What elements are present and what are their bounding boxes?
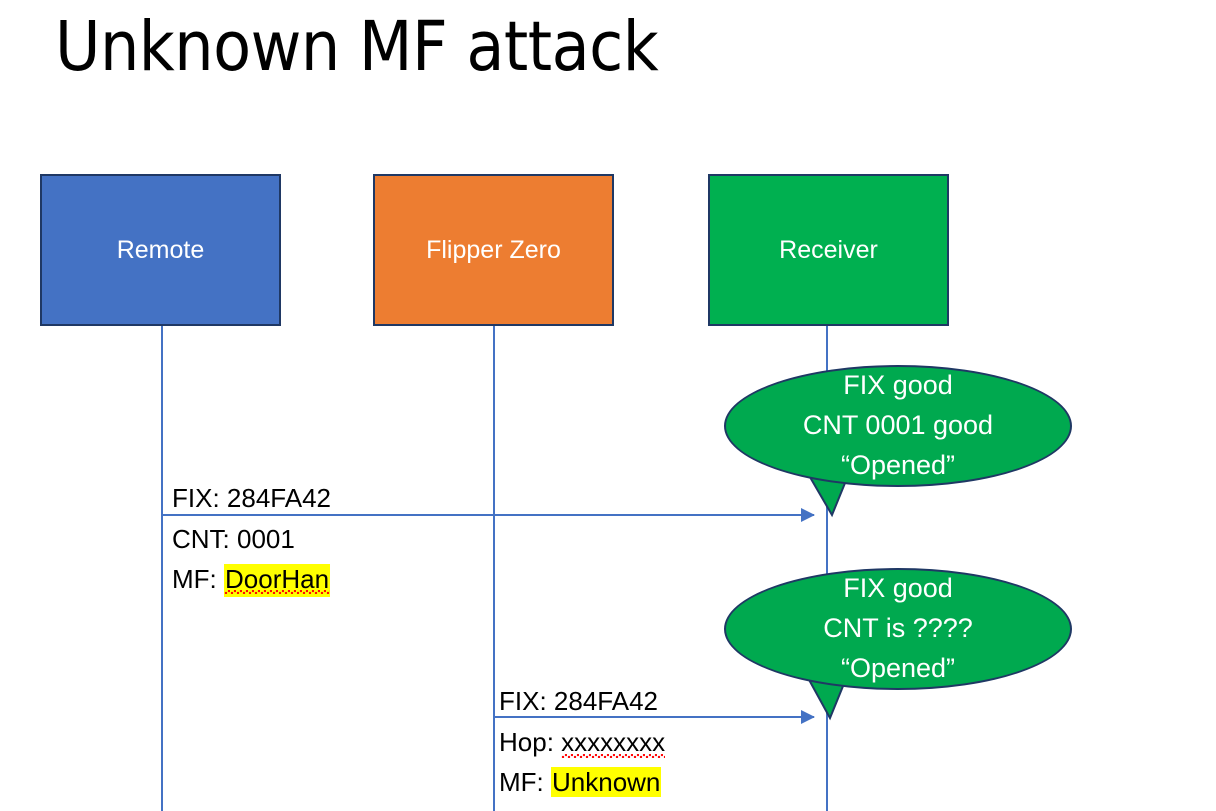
message-arrow-flipper-to-receiver	[494, 710, 815, 724]
message-1-line-1: FIX: 284FA42	[172, 483, 331, 513]
message-2-line-3: MF: Unknown	[499, 763, 665, 803]
actor-label-flipper: Flipper Zero	[426, 236, 561, 264]
message-2-body: Hop: xxxxxxxx MF: Unknown	[499, 723, 666, 803]
speech-bubble-1-line-2: CNT 0001 good	[802, 410, 994, 441]
message-2-hop-prefix: Hop:	[499, 727, 562, 757]
message-1-body: CNT: 0001 MF: DoorHan	[172, 520, 330, 600]
speech-bubble-receiver-response-1: FIX good CNT 0001 good “Opened”	[724, 365, 1072, 518]
lifeline-flipper	[493, 326, 495, 811]
message-1-mf-value: DoorHan	[224, 563, 330, 597]
message-1-line-3: MF: DoorHan	[172, 560, 330, 600]
page-title: Unknown MF attack	[55, 7, 659, 87]
speech-bubble-1-line-3: “Opened”	[840, 449, 956, 480]
speech-bubble-2-line-3: “Opened”	[840, 652, 956, 683]
speech-bubble-body-1: FIX good CNT 0001 good “Opened”	[724, 365, 1072, 487]
message-1-line-2: CNT: 0001	[172, 524, 295, 554]
speech-bubble-1-line-1: FIX good	[843, 370, 953, 401]
actor-box-receiver[interactable]: Receiver	[708, 174, 949, 326]
message-2-mf-value: Unknown	[551, 766, 662, 797]
message-2-line-2: Hop: xxxxxxxx	[499, 723, 666, 763]
actor-label-receiver: Receiver	[779, 236, 878, 264]
actor-label-remote: Remote	[116, 236, 205, 264]
lifeline-remote	[161, 326, 163, 811]
message-2-hop-value: xxxxxxxx	[561, 727, 666, 760]
message-arrow-remote-to-receiver	[162, 508, 815, 522]
lifeline-receiver	[826, 326, 828, 811]
speech-bubble-receiver-response-2: FIX good CNT is ???? “Opened”	[724, 568, 1072, 721]
actor-box-flipper[interactable]: Flipper Zero	[373, 174, 614, 326]
actor-box-remote[interactable]: Remote	[40, 174, 281, 326]
speech-bubble-2-line-2: CNT is ????	[823, 613, 973, 644]
message-2-mf-prefix: MF:	[499, 766, 551, 797]
message-1-mf-prefix: MF:	[172, 563, 224, 594]
message-2-line-1: FIX: 284FA42	[499, 686, 658, 716]
speech-bubble-2-line-1: FIX good	[843, 573, 953, 604]
speech-bubble-body-2: FIX good CNT is ???? “Opened”	[724, 568, 1072, 690]
